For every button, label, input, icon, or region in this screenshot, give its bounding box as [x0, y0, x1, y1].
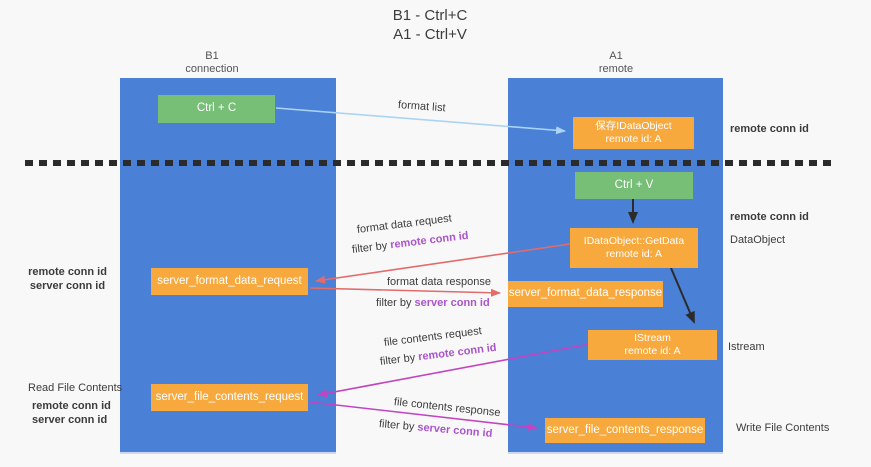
box-istream: IStream remote id: A: [588, 330, 717, 360]
label-format-response-filter: filter by server conn id: [376, 297, 490, 309]
side-label-remote-conn-id-top: remote conn id: [730, 123, 809, 135]
box-istream-line1: IStream: [634, 332, 671, 344]
box-server-file-contents-response: server_file_contents_response: [545, 418, 705, 443]
side-label-read-file-contents: Read File Contents: [28, 382, 123, 394]
label-file-response-filter-key: server conn id: [416, 421, 493, 440]
box-ctrl-v: Ctrl + V: [575, 172, 693, 199]
label-format-data-response: format data response: [387, 276, 491, 288]
box-server-format-data-response: server_format_data_response: [508, 281, 663, 307]
side-label-remote-conn-id-mid: remote conn id: [730, 211, 809, 223]
box-server-format-data-request: server_format_data_request: [151, 268, 308, 295]
column-header-a1-name: A1: [609, 50, 623, 62]
label-file-contents-response: file contents response: [393, 396, 502, 420]
label-format-response-filter-key: server conn id: [414, 297, 490, 309]
box-server-file-contents-request: server_file_contents_request: [151, 384, 308, 411]
box-save-idataobject-line1: 保存IDataObject: [595, 120, 672, 132]
side-label-write-file-contents: Write File Contents: [736, 422, 830, 434]
column-header-a1-role: remote: [598, 63, 634, 75]
box-idataobject-getdata: IDataObject::GetData remote id: A: [570, 228, 698, 268]
label-file-request-filter-prefix: filter by: [379, 351, 419, 368]
column-header-b1: B1 connection: [152, 50, 272, 76]
side-label-left-remote-conn-id-mid: remote conn id: [28, 266, 107, 278]
box-idataobject-getdata-line1: IDataObject::GetData: [583, 235, 685, 247]
side-label-left-server-conn-id-mid: server conn id: [29, 280, 106, 292]
label-file-response-filter: filter by server conn id: [378, 418, 492, 440]
side-label-istream: Istream: [728, 341, 765, 353]
box-server-format-data-response-label: server_format_data_response: [508, 287, 663, 300]
diagram-title-line2: A1 - Ctrl+V: [393, 26, 467, 43]
column-header-a1: A1 remote: [556, 50, 676, 76]
box-server-file-contents-response-label: server_file_contents_response: [546, 423, 704, 436]
box-save-idataobject-line2: remote id: A: [605, 133, 662, 145]
box-istream-line2: remote id: A: [624, 345, 681, 357]
label-file-response-filter-prefix: filter by: [378, 418, 418, 434]
arrow-format-data-response: [309, 287, 501, 297]
diagram-title: B1 - Ctrl+C A1 - Ctrl+V: [310, 6, 550, 44]
side-label-dataobject: DataObject: [730, 234, 786, 246]
label-format-response-filter-prefix: filter by: [376, 297, 415, 309]
column-header-b1-name: B1: [205, 50, 219, 62]
box-idataobject-getdata-line2: remote id: A: [605, 248, 663, 260]
label-format-list: format list: [397, 99, 446, 115]
box-ctrl-v-label: Ctrl + V: [614, 178, 654, 191]
label-format-request-filter-key: remote conn id: [389, 229, 470, 252]
box-ctrl-c-label: Ctrl + C: [196, 102, 237, 115]
diagram-title-line1: B1 - Ctrl+C: [392, 7, 468, 24]
box-ctrl-c: Ctrl + C: [158, 95, 275, 123]
box-server-file-contents-request-label: server_file_contents_request: [155, 390, 304, 403]
side-label-left-server-conn-id-bottom: server conn id: [32, 414, 108, 426]
side-label-left-remote-conn-id-bottom: remote conn id: [32, 400, 111, 412]
column-header-b1-role: connection: [185, 63, 239, 75]
box-save-idataobject: 保存IDataObject remote id: A: [573, 117, 694, 149]
label-format-request-filter-prefix: filter by: [351, 239, 391, 256]
label-file-request-filter-key: remote conn id: [417, 341, 498, 364]
box-server-format-data-request-label: server_format_data_request: [157, 274, 302, 287]
